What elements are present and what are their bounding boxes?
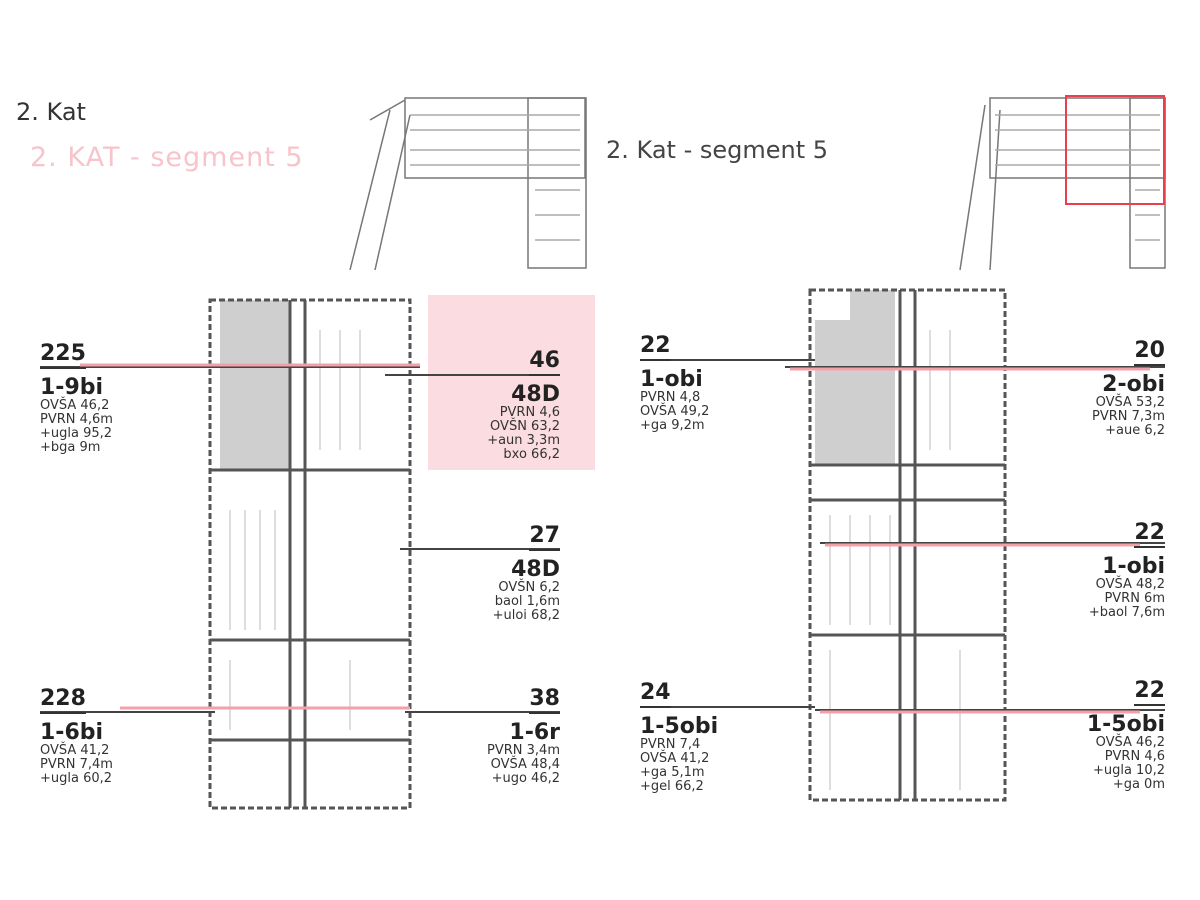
segment-highlight <box>1065 95 1165 205</box>
unit-area-line: PVRN 7,3m <box>1092 409 1165 424</box>
leader-lines <box>40 359 1165 714</box>
unit-number: 22 <box>1134 522 1165 548</box>
unit-number: 22 <box>1134 680 1165 706</box>
unit-type: 1-obi <box>1102 554 1165 579</box>
key-plan-left <box>349 97 587 271</box>
plan-left <box>208 298 412 810</box>
unit-type: 1-5obi <box>640 714 719 739</box>
unit-number: 46 <box>529 350 560 376</box>
unit-area-line: +baol 7,6m <box>1088 605 1165 620</box>
unit-type: 1-9bi <box>40 375 104 400</box>
unit-area-line: OVŠA 41,2 <box>640 751 710 766</box>
unit-area-line: OVŠA 46,2 <box>1095 735 1165 750</box>
unit-area-line: PVRN 7,4 <box>640 737 701 752</box>
unit-area-line: bxo 66,2 <box>503 447 560 462</box>
unit-number: 27 <box>529 525 560 551</box>
unit-area-line: +aue 6,2 <box>1105 423 1165 438</box>
floor-title: 2. Kat <box>16 98 86 126</box>
unit-area-line: PVRN 4,6 <box>499 405 560 420</box>
unit-area-line: PVRN 4,8 <box>640 390 701 405</box>
plan-title: 2. Kat - segment 5 <box>606 136 829 164</box>
unit-area-line: PVRN 6m <box>1104 591 1165 606</box>
unit-area-line: OVŠA 49,2 <box>640 404 710 419</box>
unit-number: 225 <box>40 343 86 369</box>
unit-area-line: PVRN 7,4m <box>40 757 113 772</box>
unit-type: 48D <box>511 557 560 582</box>
unit-area-line: +ugo 46,2 <box>491 771 560 786</box>
unit-area-line: OVŠN 63,2 <box>490 419 560 434</box>
key-plan-right <box>959 95 1166 271</box>
unit-area-line: +gel 66,2 <box>640 779 704 794</box>
unit-area-line: baol 1,6m <box>494 594 560 609</box>
selected-unit-highlight <box>428 295 595 470</box>
unit-type: 1-6r <box>509 720 560 745</box>
unit-area-line: +ga 9,2m <box>640 418 705 433</box>
unit-area-line: OVŠA 53,2 <box>1095 395 1165 410</box>
unit-number: 38 <box>529 688 560 714</box>
unit-area-line: OVŠN 6,2 <box>498 580 560 595</box>
unit-area-line: PVRN 3,4m <box>487 743 560 758</box>
unit-area-line: PVRN 4,6m <box>40 412 113 427</box>
unit-area-line: +uloi 68,2 <box>492 608 560 623</box>
segment-title: 2. KAT - segment 5 <box>30 142 304 173</box>
unit-type: 1-obi <box>640 367 703 392</box>
unit-area-line: OVŠA 48,2 <box>1095 577 1165 592</box>
unit-area-line: +ga 5,1m <box>640 765 705 780</box>
unit-number: 228 <box>40 688 86 714</box>
unit-number: 20 <box>1134 340 1165 366</box>
unit-area-line: PVRN 4,6 <box>1104 749 1165 764</box>
unit-area-line: +bga 9m <box>40 440 101 455</box>
unit-number: 22 <box>640 335 671 361</box>
unit-type: 48D <box>511 382 560 407</box>
unit-area-line: +aun 3,3m <box>487 433 560 448</box>
unit-area-line: OVŠA 46,2 <box>40 398 110 413</box>
unit-area-line: OVŠA 41,2 <box>40 743 110 758</box>
unit-type: 1-5obi <box>1086 712 1165 737</box>
unit-type: 2-obi <box>1102 372 1165 397</box>
unit-area-line: +ugla 95,2 <box>40 426 113 441</box>
unit-area-line: +ugla 10,2 <box>1092 763 1165 778</box>
unit-area-line: OVŠA 48,4 <box>490 757 560 772</box>
unit-area-line: +ga 0m <box>1112 777 1165 792</box>
unit-area-line: +ugla 60,2 <box>40 771 113 786</box>
unit-number: 24 <box>640 682 671 708</box>
unit-type: 1-6bi <box>40 720 104 745</box>
